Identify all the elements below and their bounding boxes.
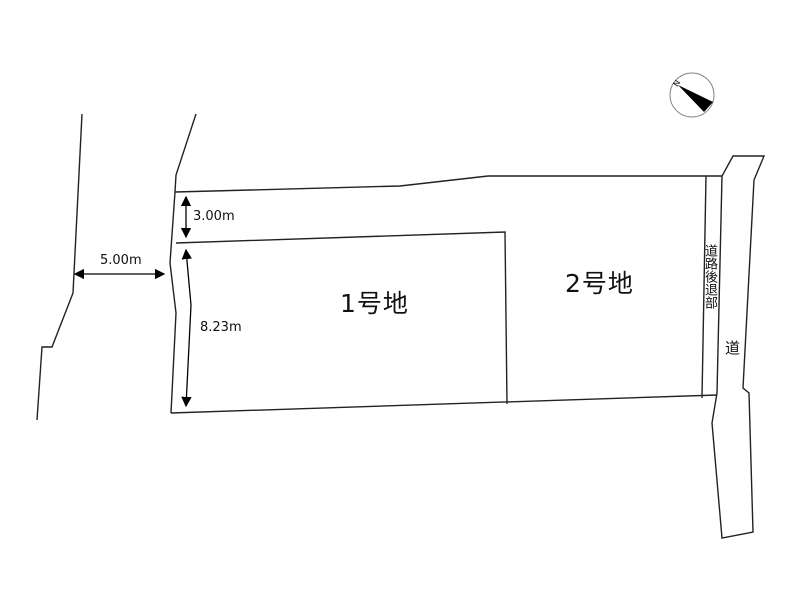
road-outline bbox=[711, 155, 766, 539]
lot-depth-label: 8.23m bbox=[200, 320, 242, 335]
road-label: 道 bbox=[725, 339, 741, 357]
setback-line bbox=[701, 175, 707, 399]
lot2-label: 2号地 bbox=[565, 269, 634, 298]
lot-bottom-boundary bbox=[170, 394, 718, 414]
svg-text:N: N bbox=[672, 79, 683, 89]
lot-top-boundary bbox=[174, 175, 722, 193]
road-width-label: 5.00m bbox=[100, 253, 142, 268]
setback-depth-label: 3.00m bbox=[193, 209, 235, 224]
adjacent-boundary bbox=[169, 113, 197, 414]
setback-area-label: 道路後退部 bbox=[702, 244, 717, 309]
lot-depth-arrow bbox=[181, 248, 193, 408]
compass-icon: N bbox=[669, 72, 715, 118]
left-street-boundary bbox=[36, 113, 83, 421]
lot1-label: 1号地 bbox=[340, 289, 409, 318]
lot1-boundary bbox=[175, 231, 508, 405]
